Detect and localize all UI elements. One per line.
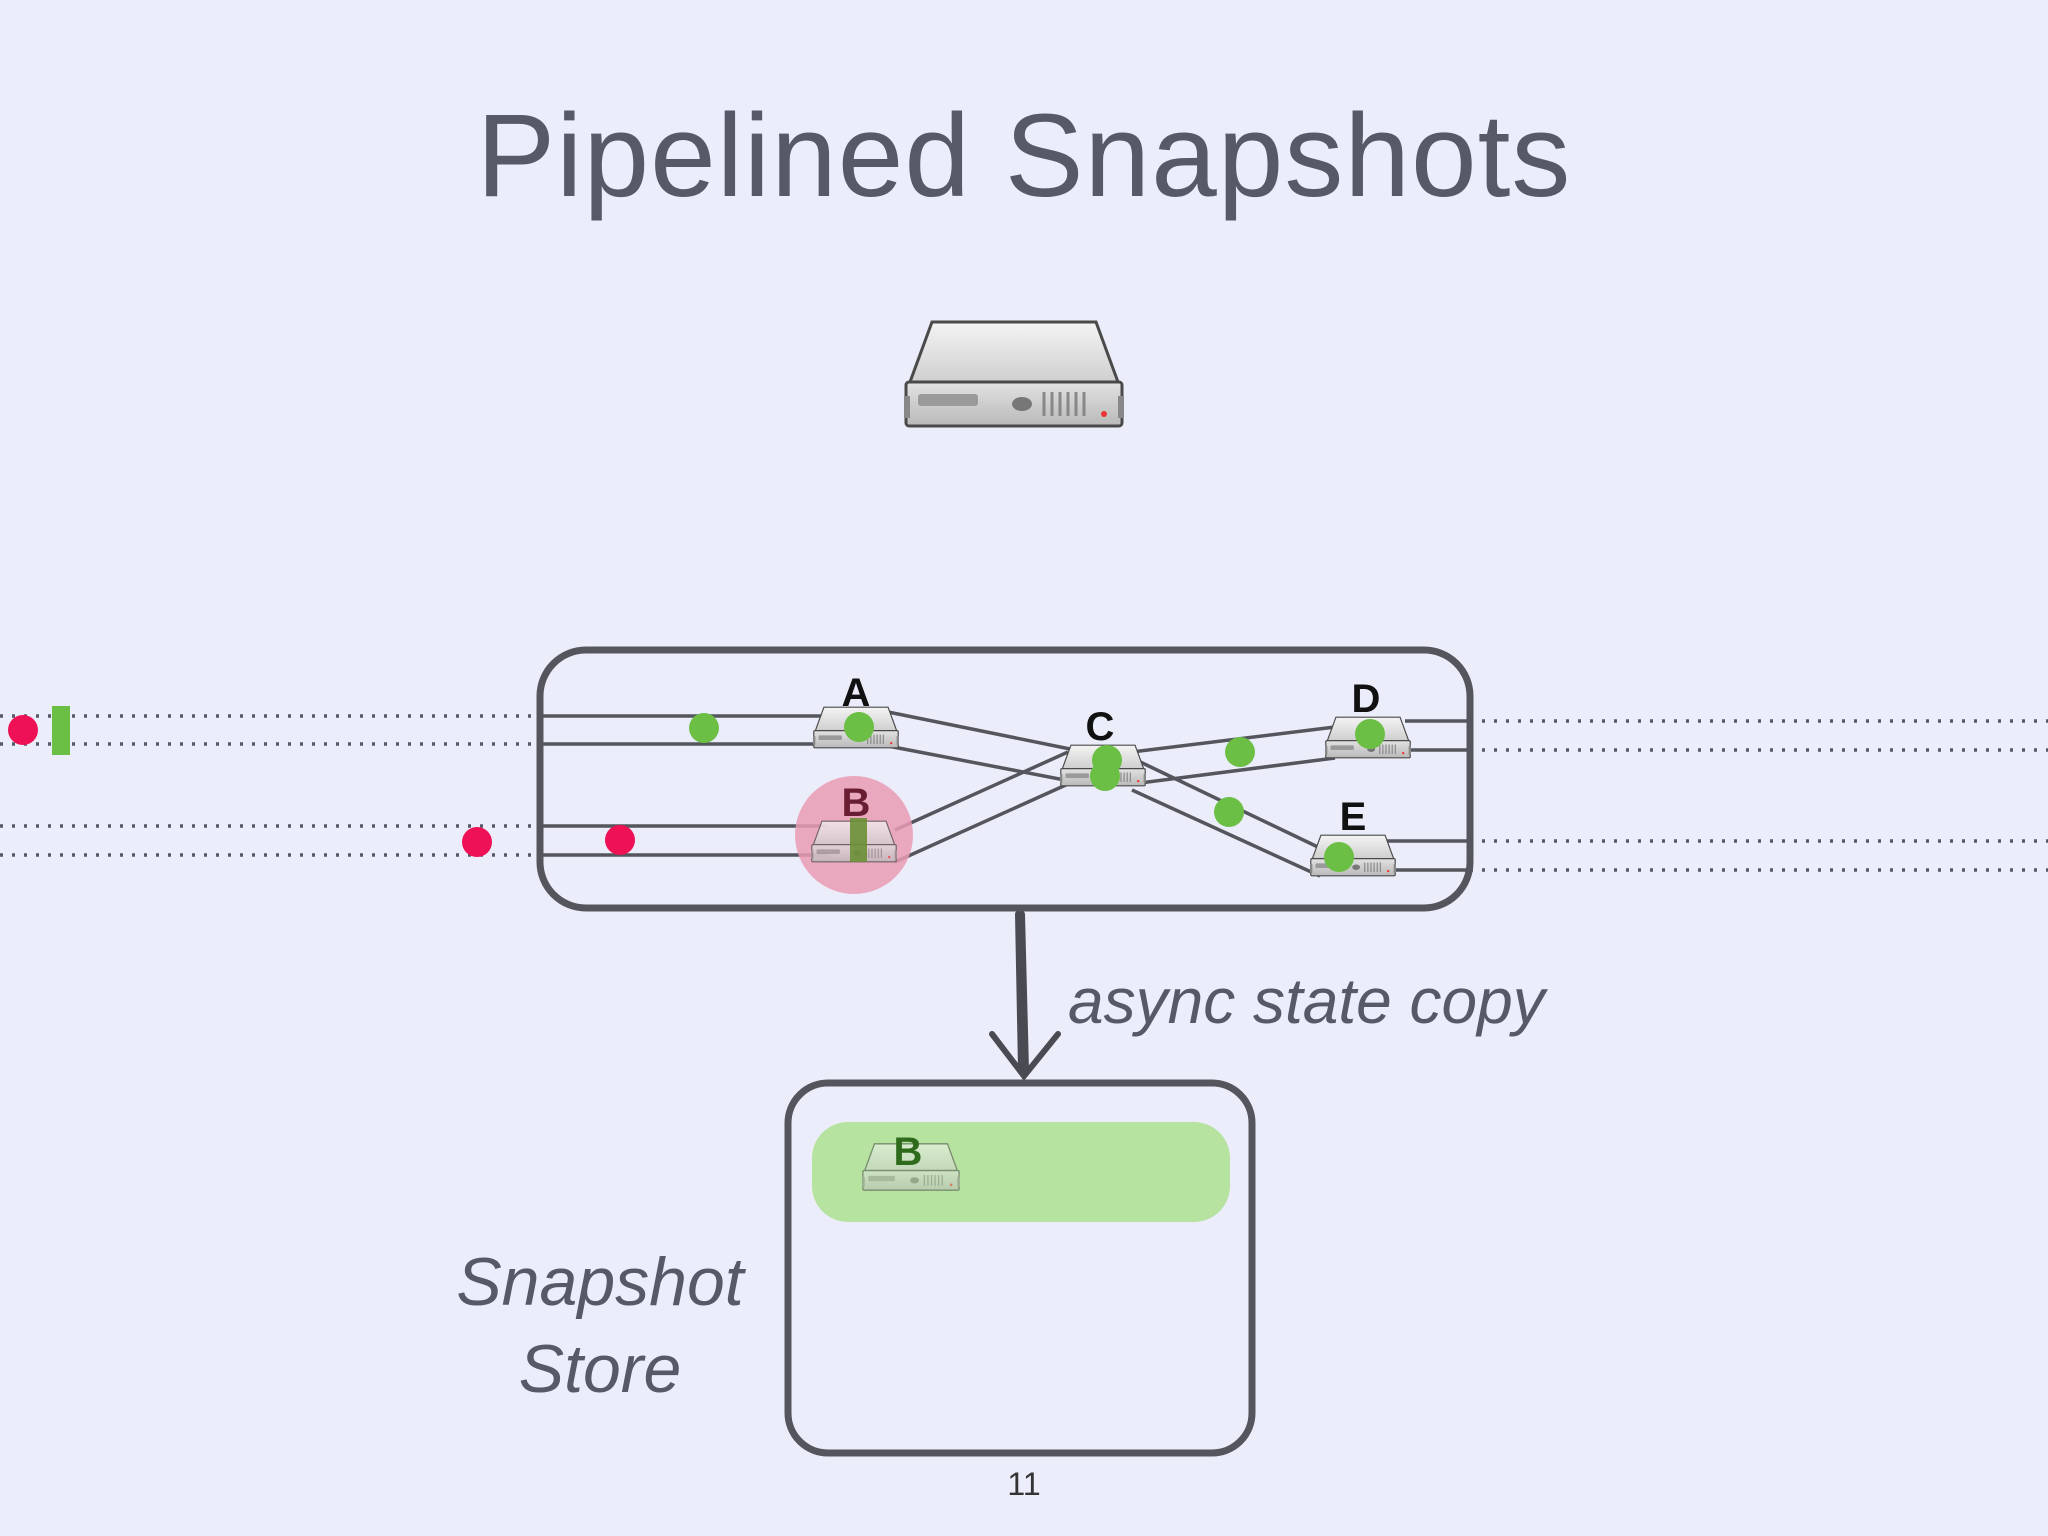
coordinator-server-icon (904, 320, 1124, 428)
barrier-dots (8, 715, 635, 857)
barrier-dot (462, 827, 492, 857)
snapshot-store-label-line1: Snapshot (456, 1244, 746, 1320)
stored-snapshot-b: B (862, 1130, 960, 1191)
task-node-b: B (811, 781, 897, 863)
channel-lines (540, 710, 1468, 878)
node-label-e: E (1340, 795, 1367, 839)
node-label-c: C (1086, 705, 1115, 749)
record-dot (1225, 737, 1255, 767)
record-dot (1324, 842, 1354, 872)
node-label-a: A (842, 671, 871, 715)
snapshot-store-box (784, 1079, 1256, 1457)
record-dot (1214, 797, 1244, 827)
dataflow-box (536, 646, 1474, 912)
source-barrier-marker (52, 706, 70, 755)
task-node-d: D (1325, 677, 1411, 759)
node-label-d: D (1352, 677, 1381, 721)
task-node-c: C (1060, 705, 1146, 787)
slide-title: Pipelined Snapshots (476, 90, 1572, 222)
stored-node-label: B (894, 1130, 923, 1174)
task-node-a: A (813, 671, 899, 749)
async-copy-arrow (989, 911, 1061, 1081)
task-node-e: E (1310, 795, 1396, 877)
record-dots (689, 712, 1385, 872)
record-dot (1090, 761, 1120, 791)
snapshot-store-label-line2: Store (519, 1331, 682, 1407)
stream-lines-dotted (0, 714, 2048, 872)
barrier-dot (8, 715, 38, 745)
node-label-b: B (842, 781, 871, 825)
async-copy-label: async state copy (1068, 965, 1549, 1037)
barrier-marker (850, 818, 867, 862)
page-number: 11 (1007, 1466, 1041, 1502)
record-dot (689, 713, 719, 743)
record-dot (844, 712, 874, 742)
barrier-dot (605, 825, 635, 855)
record-dot (1355, 719, 1385, 749)
